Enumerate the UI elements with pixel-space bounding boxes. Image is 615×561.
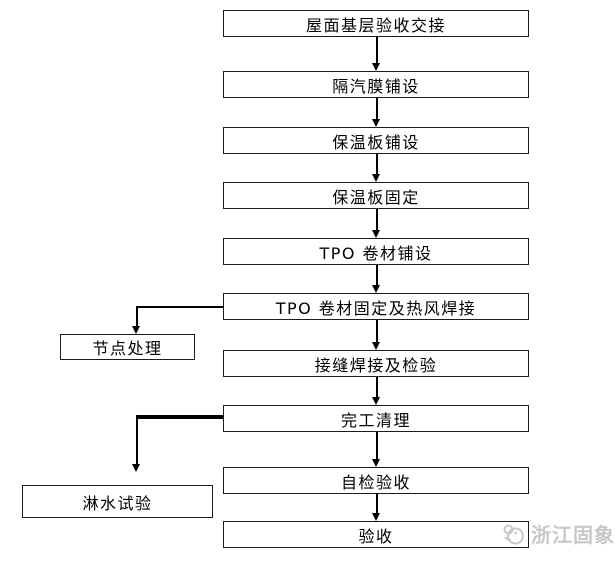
connector-line [376, 320, 378, 342]
flow-node-node-treatment: 节点处理 [60, 334, 195, 360]
connector-line [376, 209, 378, 230]
flow-node-roof-base-acceptance: 屋面基层验收交接 [223, 10, 529, 37]
arrowhead-down-icon [132, 326, 140, 334]
flow-node-seam-welding-inspect: 接缝焊接及检验 [223, 350, 529, 377]
elephant-logo-icon [502, 521, 526, 546]
arrowhead-down-icon [372, 119, 380, 127]
connector-line [376, 265, 378, 285]
flow-node-vapor-barrier-laying: 隔汽膜铺设 [223, 71, 529, 98]
flow-node-tpo-laying: TPO 卷材铺设 [223, 238, 529, 265]
flow-node-completion-cleanup: 完工清理 [223, 405, 529, 432]
watermark-text: 浙江固象 [531, 523, 615, 547]
branch-line-node-treatment [136, 306, 138, 326]
flow-node-insulation-fixing: 保温板固定 [223, 182, 529, 209]
arrowhead-down-icon [132, 464, 140, 472]
flow-node-water-spray-test: 淋水试验 [22, 485, 213, 518]
connector-line [376, 37, 378, 63]
arrowhead-down-icon [372, 63, 380, 71]
connector-line [376, 432, 378, 459]
arrowhead-down-icon [372, 459, 380, 467]
branch-line-water-test [136, 415, 138, 464]
arrowhead-down-icon [372, 397, 380, 405]
connector-line [376, 98, 378, 119]
flow-node-insulation-laying: 保温板铺设 [223, 127, 529, 154]
connector-line [376, 494, 378, 513]
arrowhead-down-icon [372, 513, 380, 521]
watermark-logo: 浙江固象 [502, 519, 615, 548]
connector-line [376, 154, 378, 174]
arrowhead-down-icon [372, 230, 380, 238]
connector-line [376, 377, 378, 397]
branch-line-water-test [137, 415, 223, 419]
flow-node-self-inspection: 自检验收 [223, 467, 529, 494]
arrowhead-down-icon [372, 342, 380, 350]
flow-node-tpo-fixing-welding: TPO 卷材固定及热风焊接 [223, 293, 529, 320]
arrowhead-down-icon [372, 285, 380, 293]
arrowhead-down-icon [372, 174, 380, 182]
flow-node-final-acceptance: 验收 [223, 521, 529, 548]
branch-line-node-treatment [137, 306, 223, 308]
